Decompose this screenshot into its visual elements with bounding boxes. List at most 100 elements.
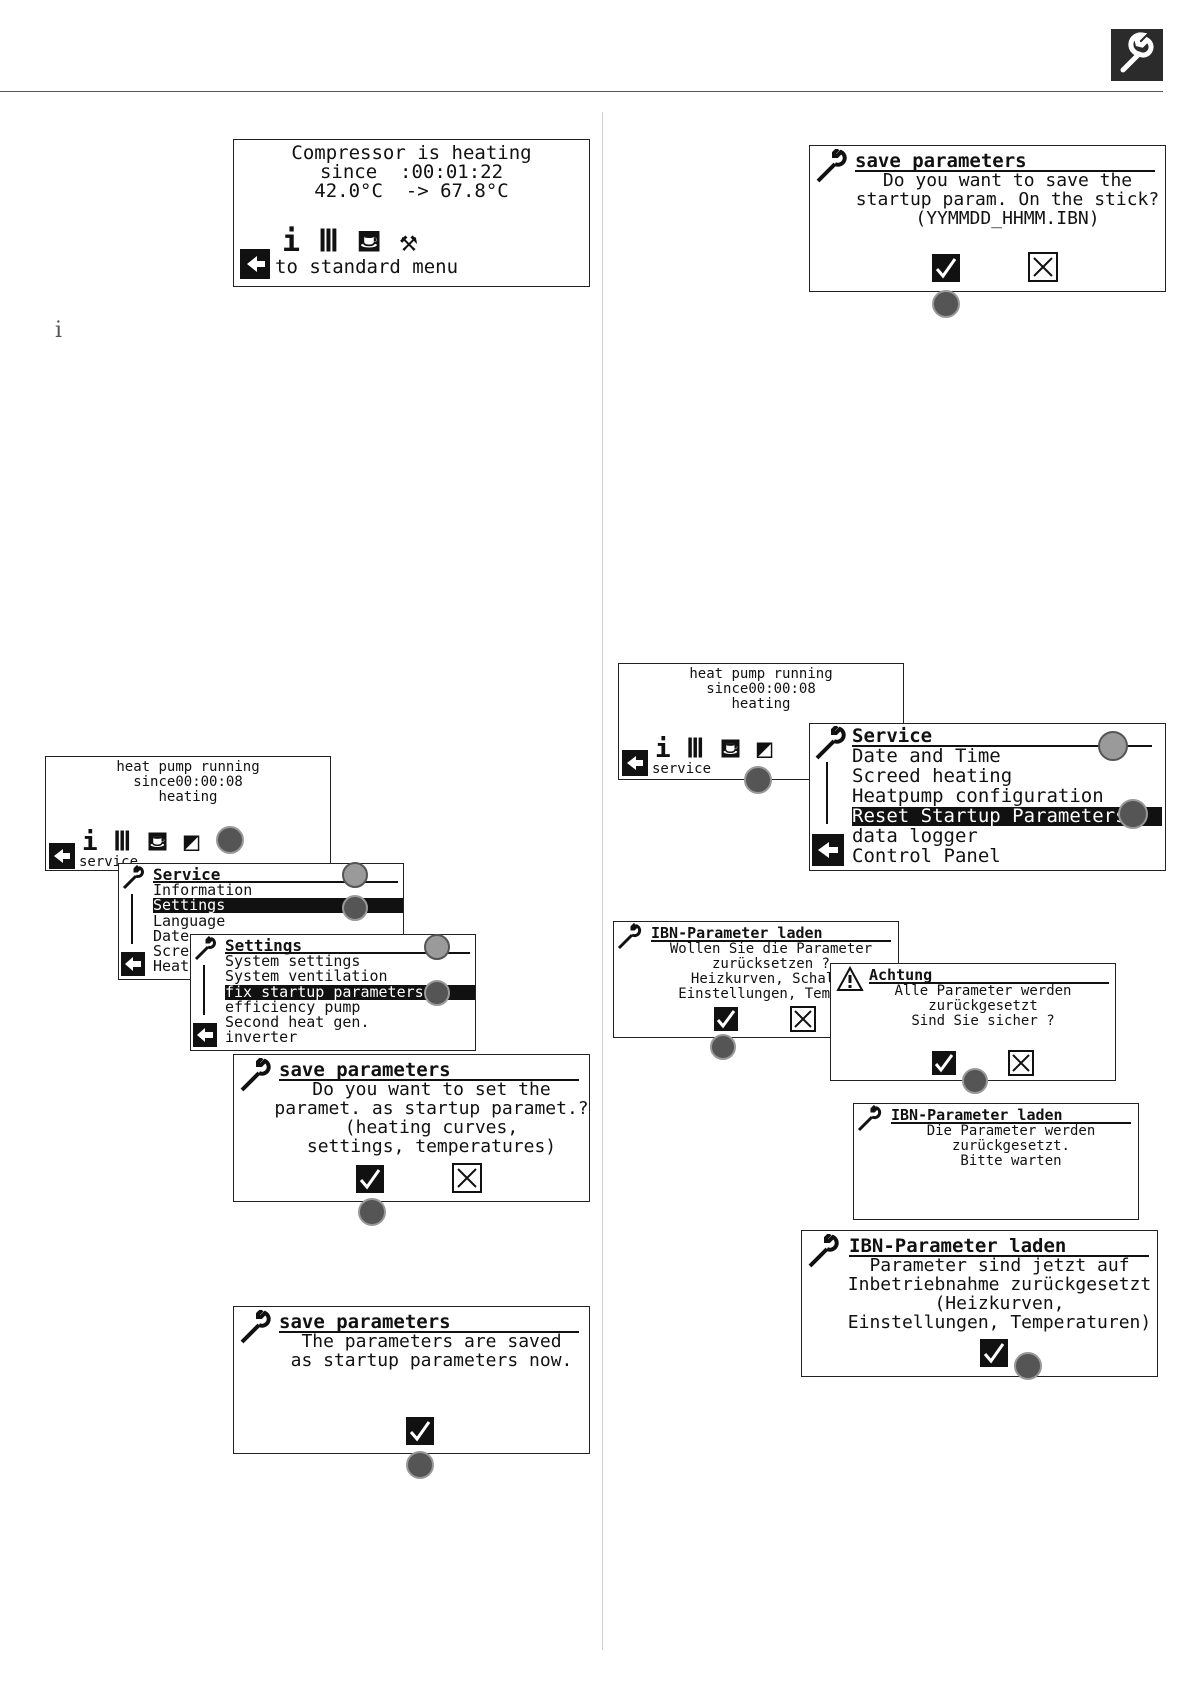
rotary-knob-icon[interactable] — [744, 766, 772, 794]
back-arrow-icon[interactable] — [193, 1023, 217, 1047]
menu-item-reset-startup[interactable]: Reset Startup Parameters — [852, 807, 1162, 826]
back-arrow-icon[interactable] — [622, 750, 648, 776]
dialog-line-2: startup param. On the stick? — [855, 189, 1160, 210]
screen-save-to-stick: save parameters Do you want to save the … — [809, 145, 1166, 292]
menu-item-settings[interactable]: Settings — [153, 898, 403, 913]
title-underline — [153, 881, 398, 883]
dialog-line-3: Bitte warten — [960, 1153, 1062, 1169]
rotary-knob-icon[interactable] — [1014, 1352, 1042, 1380]
rotary-knob-icon[interactable] — [406, 1451, 434, 1479]
confirm-check-icon[interactable] — [932, 1051, 956, 1075]
menu-item-control-panel[interactable]: Control Panel — [852, 845, 1001, 867]
menu-item-fix-startup[interactable]: fix startup parameters — [225, 985, 475, 1000]
status-line-3: heating — [158, 789, 218, 805]
title-underline — [225, 952, 470, 954]
menu-item-screed[interactable]: Scre — [153, 942, 190, 960]
menu-icons: i Ⅲ ⛾ ◩ — [655, 734, 773, 764]
menu-item-date-time[interactable]: Date and Time — [852, 745, 1001, 767]
rotary-knob-icon[interactable] — [1098, 731, 1128, 761]
menu-item-language[interactable]: Language — [153, 912, 226, 930]
menu-item-screed[interactable]: Screed heating — [852, 765, 1013, 787]
confirm-check-icon[interactable] — [980, 1339, 1008, 1367]
wrench-icon — [812, 724, 850, 766]
rotary-knob-icon[interactable] — [1118, 799, 1148, 829]
title-underline — [651, 940, 891, 942]
status-line-2: since00:00:08 — [706, 681, 816, 697]
dialog-line-1: Die Parameter werden — [926, 1123, 1096, 1139]
menu-title: Settings — [225, 936, 303, 955]
wrench-icon — [193, 935, 221, 966]
title-underline — [849, 1255, 1149, 1257]
dialog-title: save parameters — [855, 150, 1027, 172]
dialog-title: save parameters — [279, 1311, 451, 1333]
dialog-line-1: Alle Parameter werden — [894, 983, 1072, 999]
dialog-title: save parameters — [279, 1059, 451, 1081]
wrench-icon — [616, 922, 646, 955]
back-label[interactable]: to standard menu — [275, 256, 459, 278]
rotary-knob-icon[interactable] — [424, 980, 450, 1006]
menu-item-inverter[interactable]: inverter — [225, 1028, 298, 1046]
status-line-3: heating — [731, 696, 791, 712]
dialog-line-4: Einstellungen, Temperaturen) — [847, 1312, 1152, 1333]
menu-item-system-ventilation[interactable]: System ventilation — [225, 967, 388, 985]
dialog-line-3: (heating curves, — [344, 1117, 519, 1138]
confirm-check-icon[interactable] — [356, 1165, 384, 1193]
rotary-knob-icon[interactable] — [962, 1068, 988, 1094]
menu-item-heatpump[interactable]: Heat — [153, 957, 190, 975]
rotary-knob-icon[interactable] — [342, 895, 368, 921]
title-underline — [279, 1079, 579, 1081]
back-arrow-icon[interactable] — [121, 952, 145, 976]
rotary-knob-icon[interactable] — [710, 1034, 736, 1060]
scrollbar[interactable] — [826, 762, 828, 824]
wrench-icon — [856, 1104, 886, 1137]
menu-item-date-time[interactable]: Date — [153, 927, 190, 945]
wrench-icon — [237, 1308, 275, 1350]
confirm-check-icon[interactable] — [714, 1007, 738, 1031]
rotary-knob-icon[interactable] — [358, 1198, 386, 1226]
menu-title: Service — [852, 725, 933, 747]
menu-item-information[interactable]: Information — [153, 881, 253, 899]
screen-service-menu-right: Service Date and Time Screed heating Hea… — [809, 723, 1166, 871]
menu-item-heatpump[interactable]: Heatpump configuration — [852, 785, 1104, 807]
menu-item-data-logger[interactable]: data logger — [852, 825, 978, 847]
dialog-line-2: zurückgesetzt — [928, 998, 1038, 1014]
screen-ibn-load-wait: IBN-Parameter laden Die Parameter werden… — [853, 1103, 1139, 1220]
rotary-knob-icon[interactable] — [932, 290, 960, 318]
dialog-title: IBN-Parameter laden — [651, 924, 823, 942]
confirm-check-icon[interactable] — [406, 1417, 434, 1445]
menu-icons: i Ⅲ ⛾ ⚒ — [282, 224, 418, 259]
cancel-cross-icon[interactable] — [1028, 252, 1058, 282]
back-arrow-icon[interactable] — [240, 249, 270, 279]
screen-achtung-warning: Achtung Alle Parameter werden zurückgese… — [830, 963, 1116, 1081]
rotary-knob-icon[interactable] — [216, 826, 244, 854]
back-arrow-icon[interactable] — [812, 834, 844, 866]
screen-heat-pump-running-left: heat pump running since00:00:08 heating … — [45, 756, 331, 871]
dialog-line-1: The parameters are saved — [301, 1331, 562, 1352]
dialog-title: Achtung — [869, 966, 933, 984]
scrollbar[interactable] — [203, 965, 205, 1015]
menu-title: Service — [153, 865, 221, 884]
service-label[interactable]: service — [652, 761, 712, 777]
rotary-knob-icon[interactable] — [342, 862, 368, 888]
cancel-cross-icon[interactable] — [452, 1163, 482, 1193]
menu-item-system-settings[interactable]: System settings — [225, 952, 361, 970]
status-line-2: since00:00:08 — [133, 774, 243, 790]
scrollbar[interactable] — [131, 894, 133, 944]
dialog-line-3: Sind Sie sicher ? — [911, 1013, 1055, 1029]
cancel-cross-icon[interactable] — [790, 1006, 816, 1032]
screen-params-saved: save parameters The parameters are saved… — [233, 1306, 590, 1454]
status-line-1: heat pump running — [116, 759, 260, 775]
dialog-line-2: as startup parameters now. — [290, 1350, 573, 1371]
rotary-knob-icon[interactable] — [424, 934, 450, 960]
menu-item-second-heat[interactable]: Second heat gen. — [225, 1013, 370, 1031]
wrench-icon — [813, 147, 851, 189]
dialog-line-3: (Heizkurven, — [934, 1293, 1065, 1314]
screen-compressor-heating: Compressor is heating since :00:01:22 42… — [233, 139, 590, 287]
confirm-check-icon[interactable] — [932, 254, 960, 282]
menu-item-efficiency-pump[interactable]: efficiency pump — [225, 998, 361, 1016]
cancel-cross-icon[interactable] — [1008, 1050, 1034, 1076]
status-line-3: 42.0°C -> 67.8°C — [314, 180, 509, 202]
info-icon: i — [55, 318, 63, 343]
back-arrow-icon[interactable] — [49, 843, 75, 869]
dialog-line-2: Inbetriebnahme zurückgesetzt — [847, 1274, 1152, 1295]
